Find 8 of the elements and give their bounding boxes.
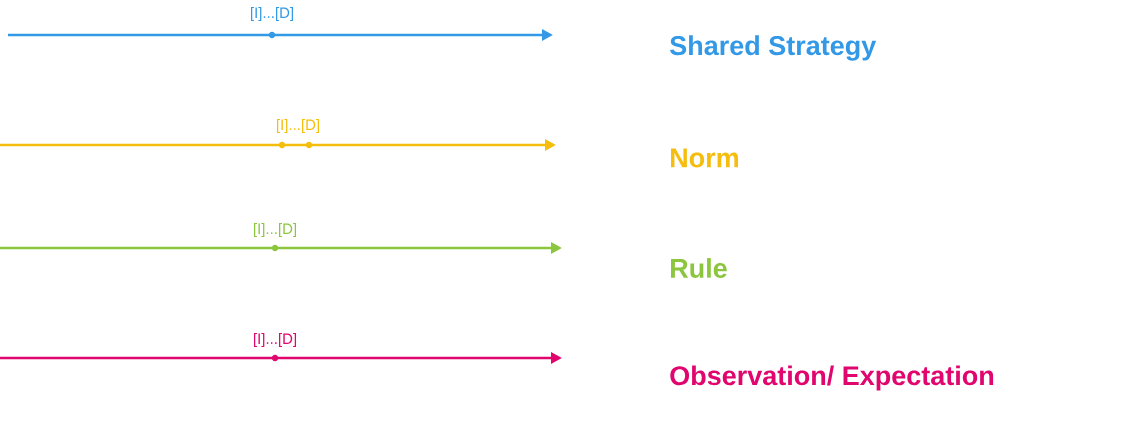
interval-label: [I]...[D] (277, 119, 320, 133)
interval-label: [I]...[D] (254, 333, 297, 347)
category-label: Norm (671, 148, 739, 168)
category-label: Rule (671, 258, 727, 278)
interval-label: [I]...[D] (251, 7, 294, 21)
interval-label: [I]...[D] (254, 223, 297, 237)
category-label: Observation/ Expectation (670, 365, 994, 391)
category-label: Shared Strategy (670, 35, 877, 61)
